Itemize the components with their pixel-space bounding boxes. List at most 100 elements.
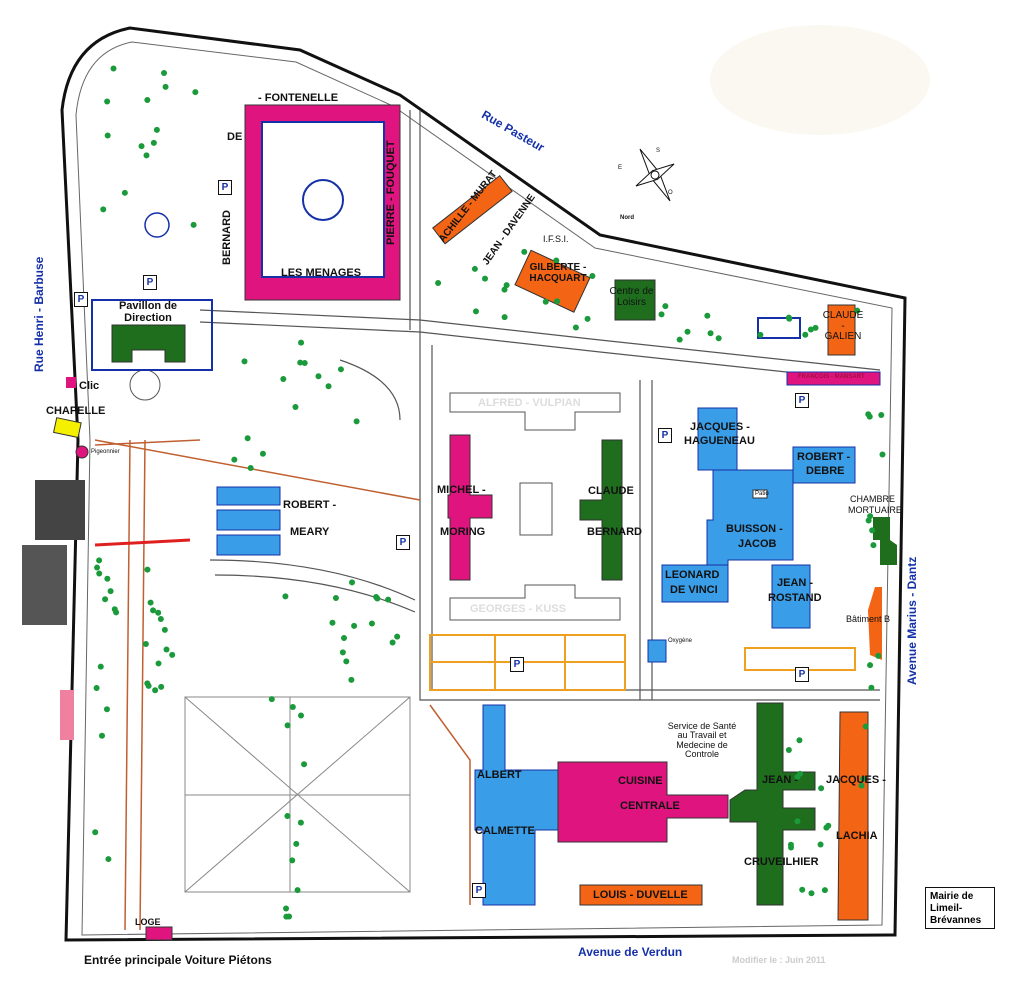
label-francois-mansart: FRANCOIS - MANSART xyxy=(798,374,865,380)
parking-icon: P xyxy=(74,292,88,307)
tree xyxy=(147,599,154,606)
tree xyxy=(105,856,112,863)
building-cuisine-centrale xyxy=(557,761,729,843)
tree xyxy=(707,330,714,337)
tree xyxy=(150,607,157,614)
label-sante-travail: Service de Santé au Travail et Medecine … xyxy=(667,721,737,760)
label-lachia: LACHIA xyxy=(836,830,878,842)
tree xyxy=(875,652,882,659)
trees xyxy=(92,65,886,920)
tree xyxy=(138,143,145,150)
tree xyxy=(858,782,865,789)
tree xyxy=(368,620,375,627)
label-clic: Clic xyxy=(79,380,100,392)
compass-e: E xyxy=(618,165,623,171)
tree xyxy=(121,189,128,196)
building-pavillon-direction xyxy=(91,299,213,371)
label-robert-debre-2: DEBRE xyxy=(806,465,845,477)
tree xyxy=(374,595,381,602)
building-les-menages xyxy=(244,104,401,301)
label-batiment-b: Bâtiment B xyxy=(846,614,891,624)
tree xyxy=(825,822,832,829)
tree xyxy=(231,456,238,463)
tree xyxy=(658,311,665,318)
tree xyxy=(662,303,669,310)
tree xyxy=(341,635,348,642)
label-jacques-hagueneau-2: HAGUENEAU xyxy=(684,435,755,447)
tree xyxy=(807,326,814,333)
main-entrance-label: Entrée principale Voiture Piétons xyxy=(84,953,272,967)
tree xyxy=(107,588,114,595)
tree xyxy=(757,331,764,338)
label-jean-c: JEAN - xyxy=(762,774,799,786)
building-chapelle xyxy=(53,417,82,439)
tree xyxy=(163,646,170,653)
tree xyxy=(385,596,392,603)
tree xyxy=(283,913,290,920)
tree xyxy=(808,890,815,897)
tree xyxy=(97,663,104,670)
tree xyxy=(190,221,197,228)
tree xyxy=(301,761,308,768)
tree xyxy=(103,706,110,713)
label-robert-debre-1: ROBERT - xyxy=(797,451,851,463)
label-albert: ALBERT xyxy=(477,769,522,781)
label-pierre-fouquet: PIERRE - FOUQUET xyxy=(385,140,397,245)
pond xyxy=(144,212,170,238)
tree xyxy=(162,83,169,90)
label-chapelle: CHAPELLE xyxy=(46,405,106,417)
label-louis-duvelle: LOUIS - DUVELLE xyxy=(593,889,688,901)
building-claude-galien xyxy=(827,304,856,356)
tree xyxy=(98,732,105,739)
tree xyxy=(812,324,819,331)
label-oxygene: Oxygène xyxy=(668,638,693,644)
tree xyxy=(100,206,107,213)
road-avenue-marius-dantz: Avenue Marius - Dantz xyxy=(905,556,919,685)
parking-icon: P xyxy=(396,535,410,550)
building-clic xyxy=(66,377,76,388)
tree xyxy=(572,324,579,331)
label-pigeonnier: Pigeonnier xyxy=(91,449,120,455)
label-jean-rostand-2: ROSTAND xyxy=(768,592,822,604)
label-alfred-vulpian: ALFRED - VULPIAN xyxy=(478,397,581,409)
tree xyxy=(860,775,867,782)
label-jacques-hagueneau-1: JACQUES - xyxy=(690,421,750,433)
building-alfred-vulpian xyxy=(449,392,621,431)
tree xyxy=(244,435,251,442)
red-path xyxy=(94,538,191,547)
tree xyxy=(150,139,157,146)
tree xyxy=(854,307,861,314)
building-georges-kuss xyxy=(449,584,621,621)
tree xyxy=(289,857,296,864)
building-robert-meary xyxy=(216,486,281,556)
tree xyxy=(329,619,336,626)
label-jean-rostand-1: JEAN - xyxy=(777,577,814,589)
tree xyxy=(161,70,168,77)
label-michel-moring-1: MICHEL - xyxy=(437,484,486,496)
label-michel-moring-2: MORING xyxy=(440,526,486,538)
label-centre-loisirs: Centre de Loisirs xyxy=(609,286,654,308)
road-avenue-verdun: Avenue de Verdun xyxy=(578,945,683,959)
tree xyxy=(471,265,478,272)
parking-icon: P xyxy=(658,428,672,443)
building-gilberte-hacquart xyxy=(514,249,591,313)
tree xyxy=(152,687,159,694)
parking-icon: P xyxy=(143,275,157,290)
label-cuisine: CUISINE xyxy=(618,775,663,787)
parking-icon: P xyxy=(795,667,809,682)
tree xyxy=(472,308,479,315)
tree xyxy=(282,593,289,600)
tree xyxy=(332,594,339,601)
label-claude-bernard-1: CLAUDE xyxy=(588,485,634,497)
tree xyxy=(349,579,356,586)
tree xyxy=(259,450,266,457)
tree xyxy=(435,279,442,286)
modified-date: Modifier le : Juin 2011 xyxy=(732,955,826,965)
label-gilberte-hacquart: GILBERTE - HACQUART xyxy=(529,262,587,284)
building-pigeonnier xyxy=(75,445,89,459)
tree xyxy=(298,339,305,346)
label-georges-kuss: GEORGES - KUSS xyxy=(470,603,566,615)
tree xyxy=(870,542,877,549)
tree xyxy=(501,314,508,321)
